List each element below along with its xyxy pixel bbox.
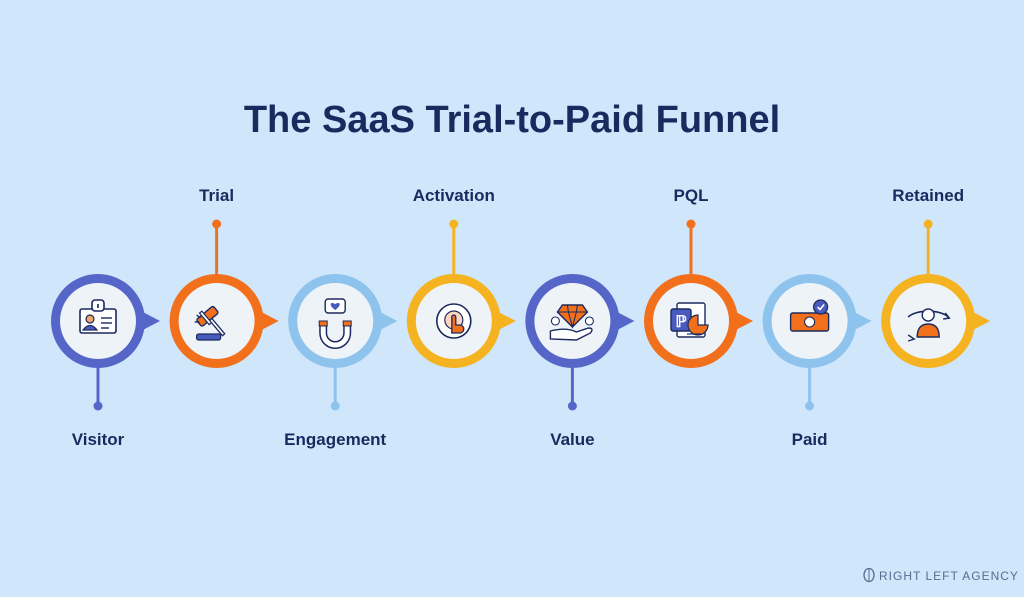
connector-dot [93,401,103,411]
stage-inner-circle [178,283,255,359]
stage-label: Retained [892,186,964,205]
svg-text:ℙ: ℙ [675,314,686,331]
stage-visitor: Visitor [51,274,160,449]
stage-pql: ℙ PQL [644,186,753,368]
stage-activation: Activation [406,186,516,368]
stage-retained: Retained [881,186,991,368]
stage-label: Value [550,430,594,449]
magnet-heart-icon [318,298,352,349]
id-card-icon [79,299,117,334]
stage-engagement: Engagement [284,274,398,449]
connector-dot [330,401,340,411]
diamond-hand-icon [549,304,594,341]
connector-dot [449,219,459,229]
stage-trial: Trial [169,186,279,368]
brand-logo: RIGHT LEFT AGENCY [863,567,1019,583]
stage-label: Activation [413,186,495,205]
page-title: The SaaS Trial-to-Paid Funnel [244,99,780,141]
stage-value: Value [525,274,635,449]
stage-paid: Paid [762,274,872,449]
stage-inner-circle [297,283,374,359]
stage-label: Engagement [284,430,386,449]
report-chart-icon: ℙ [670,302,709,338]
stage-label: PQL [674,186,709,205]
gavel-icon [194,305,226,341]
stage-label: Visitor [72,430,125,449]
connector-dot [212,219,222,229]
brain-icon [863,567,875,583]
connector-dot [567,401,577,411]
stage-label: Trial [199,186,234,205]
brand-name: RIGHT LEFT AGENCY [879,569,1019,583]
connector-dot [686,219,696,229]
user-cycle-icon [907,308,951,342]
connector-dot [805,401,815,411]
connector-dot [923,219,933,229]
stage-label: Paid [792,430,828,449]
touch-button-icon [435,303,472,339]
money-check-icon [789,299,830,332]
